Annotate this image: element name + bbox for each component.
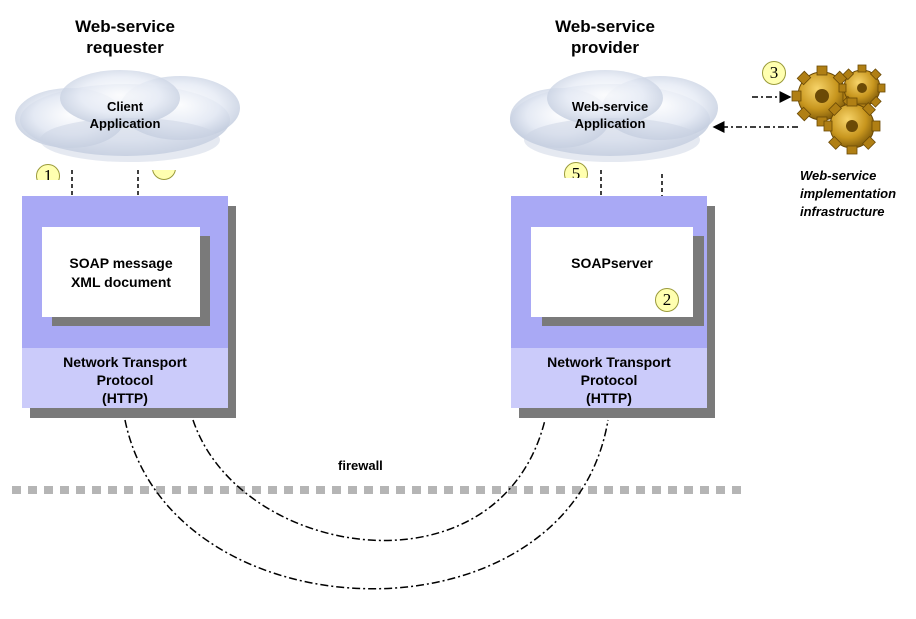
firewall-segment (332, 486, 341, 494)
step-1-badge: 1 (36, 164, 60, 180)
provider-protocol-label: Network Transport Protocol (HTTP) (547, 354, 671, 406)
firewall-segment (92, 486, 101, 494)
firewall-segment (140, 486, 149, 494)
firewall-segment (268, 486, 277, 494)
firewall-segment (476, 486, 485, 494)
firewall-segment (12, 486, 21, 494)
requester-heading: Web-service requester (75, 17, 175, 57)
firewall-segment (524, 486, 533, 494)
firewall-segment (588, 486, 597, 494)
firewall-segment (700, 486, 709, 494)
firewall-segment (572, 486, 581, 494)
firewall-segment (316, 486, 325, 494)
firewall-segment (396, 486, 405, 494)
firewall-segment (604, 486, 613, 494)
gears-icon (791, 64, 886, 155)
cloud-box-links (71, 170, 663, 196)
firewall-segment (204, 486, 213, 494)
provider-heading: Web-service provider (555, 17, 655, 57)
firewall-segment (284, 486, 293, 494)
firewall-segment (348, 486, 357, 494)
soapserver-label: SOAPserver (571, 255, 653, 271)
firewall-segment (620, 486, 629, 494)
firewall-segment (76, 486, 85, 494)
firewall-line (12, 486, 741, 494)
firewall-segment (236, 486, 245, 494)
firewall-segment (364, 486, 373, 494)
firewall-segment (668, 486, 677, 494)
http-arcs (124, 419, 609, 590)
firewall-segment (172, 486, 181, 494)
firewall-segment (412, 486, 421, 494)
gear-arrows (712, 91, 798, 133)
soap-message-label: SOAP message XML document (69, 255, 173, 290)
provider-protocol-band (511, 348, 707, 408)
firewall-segment (28, 486, 37, 494)
requester-cloud (15, 70, 240, 162)
firewall-segment (684, 486, 693, 494)
firewall-segment (556, 486, 565, 494)
firewall-segment (188, 486, 197, 494)
firewall-segment (460, 486, 469, 494)
firewall-segment (540, 486, 549, 494)
firewall-segment (300, 486, 309, 494)
firewall-segment (428, 486, 437, 494)
requester-protocol-label: Network Transport Protocol (HTTP) (63, 354, 187, 406)
step-5-badge: 5 (564, 162, 588, 178)
firewall-segment (716, 486, 725, 494)
web-service-application-label: Web-service Application (571, 99, 649, 131)
firewall-segment (252, 486, 261, 494)
firewall-segment (124, 486, 133, 494)
soap-message-box: SOAP message XML document (42, 227, 200, 317)
firewall-segment (156, 486, 165, 494)
firewall-segment (108, 486, 117, 494)
firewall-segment (60, 486, 69, 494)
step-2-badge: 2 (655, 288, 679, 312)
client-application-label: Client Application (89, 99, 161, 131)
firewall-segment (444, 486, 453, 494)
firewall-segment (636, 486, 645, 494)
provider-cloud (510, 70, 718, 162)
infrastructure-label: Web-service implementation infrastructur… (800, 168, 897, 219)
firewall-segment (380, 486, 389, 494)
step-3-badge: 3 (762, 61, 786, 85)
firewall-segment (220, 486, 229, 494)
firewall-segment (44, 486, 53, 494)
firewall-label: firewall (338, 458, 383, 473)
requester-protocol-band (22, 348, 228, 408)
firewall-segment (732, 486, 741, 494)
firewall-segment (508, 486, 517, 494)
firewall-segment (652, 486, 661, 494)
firewall-segment (492, 486, 501, 494)
